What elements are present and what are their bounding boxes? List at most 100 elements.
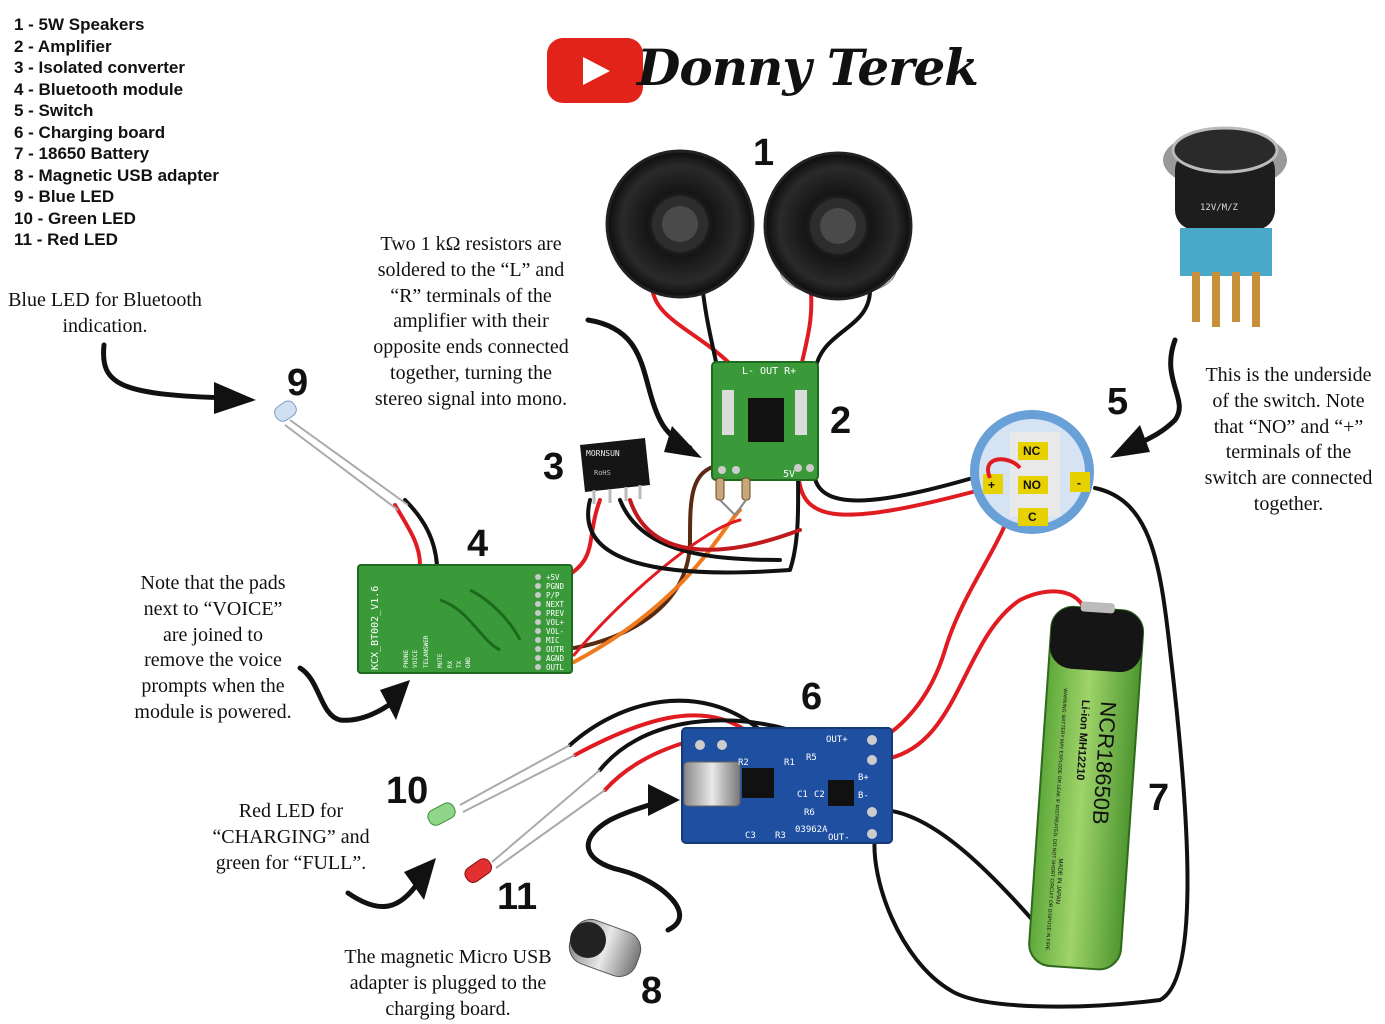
charger-label: OUT+: [826, 735, 848, 745]
bt-bottom-label: TX: [456, 660, 463, 668]
charger-label: R2: [738, 758, 749, 768]
bt-pin-label: PGND: [546, 582, 565, 591]
converter-brand: MORNSUN: [586, 449, 620, 458]
bt-pin-label: MIC: [546, 636, 560, 645]
bt-bottom-label: VOICE: [412, 650, 419, 668]
note-voice-pads: Note that the pads next to “VOICE” are j…: [118, 571, 308, 726]
switch-model-label: 12V/M/Z: [1200, 203, 1239, 213]
amp-5v-label: 5V: [783, 469, 795, 480]
switch-underside: NC NO C + -: [970, 410, 1094, 534]
charging-board: OUT+ B+ B- OUT- R5 R2 R1 C1 C2 R6 C3 R3 …: [681, 727, 893, 844]
callout-number-3: 3: [543, 446, 565, 488]
note-line: Red LED for: [238, 800, 344, 822]
callout-number-10: 10: [386, 770, 429, 812]
note-line: “R” terminals of the: [390, 284, 552, 307]
resistors: [715, 477, 751, 516]
charger-label: R6: [804, 808, 815, 818]
charger-label: R1: [784, 758, 795, 768]
callout-number-8: 8: [641, 970, 663, 1012]
note-line: The magnetic Micro USB: [344, 946, 552, 968]
note-line: stereo signal into mono.: [374, 387, 568, 410]
note-line: module is powered.: [134, 700, 292, 723]
note-resistors: Two 1 kΩ resistors are soldered to the “…: [358, 232, 584, 413]
switch-photo: 12V/M/Z: [1163, 126, 1287, 327]
callout-number-5: 5: [1107, 381, 1129, 423]
callout-number-9: 9: [287, 362, 309, 404]
bt-bottom-label: RX: [447, 660, 454, 668]
note-line: charging board.: [385, 997, 511, 1020]
note-line: of the switch. Note: [1212, 389, 1365, 412]
bt-bottom-label: MUTE: [437, 653, 444, 668]
note-switch-underside: This is the underside of the switch. Not…: [1192, 363, 1385, 518]
charger-label: C1: [797, 790, 808, 800]
note-line: adapter is plugged to the: [349, 971, 547, 994]
charger-label: B+: [858, 773, 869, 783]
bt-pin-label: OUTR: [546, 645, 565, 654]
switch-terminal-minus: -: [1077, 476, 1081, 490]
bt-pin-label: P/P: [546, 591, 560, 600]
charger-label: OUT-: [828, 833, 850, 843]
green-led: [427, 744, 576, 826]
youtube-logo-icon: [547, 38, 643, 103]
switch-terminal-c: C: [1028, 510, 1037, 524]
blue-led: [274, 400, 409, 511]
bt-bottom-label: GND: [465, 657, 472, 668]
note-usb-adapter: The magnetic Micro USB adapter is plugge…: [328, 945, 568, 1022]
charger-label: 03962A: [795, 825, 828, 835]
charger-label: C3: [745, 831, 756, 841]
bt-pin-label: PREV: [546, 609, 565, 618]
callout-number-4: 4: [467, 523, 489, 565]
note-line: next to “VOICE”: [143, 597, 283, 620]
brand-name: Donny Terek: [637, 38, 979, 97]
amplifier-board: L- OUT R+ 5V: [711, 361, 819, 481]
callout-number-6: 6: [801, 676, 823, 718]
speaker-right: [763, 151, 913, 301]
charger-label: R3: [775, 831, 786, 841]
legend-item: 2 - Amplifier: [14, 36, 112, 56]
legend-item: 4 - Bluetooth module: [14, 79, 184, 99]
battery-made-label: MADE IN JAPAN: [1054, 858, 1063, 904]
bt-pin-label: OUTL: [546, 663, 565, 672]
note-line: remove the voice: [144, 649, 282, 672]
legend-item: 9 - Blue LED: [14, 187, 115, 206]
component-legend: 1 - 5W Speakers 2 - Amplifier 3 - Isolat…: [14, 14, 219, 251]
callout-number-1: 1: [753, 132, 775, 174]
callout-number-7: 7: [1148, 777, 1170, 819]
note-line: amplifier with their: [393, 310, 549, 333]
note-line: switch are connected: [1204, 467, 1373, 490]
bt-pin-label: VOL+: [546, 618, 565, 627]
charger-label: B-: [858, 791, 869, 801]
note-charging-leds: Red LED for “CHARGING” and green for “FU…: [200, 799, 382, 876]
legend-item: 5 - Switch: [14, 101, 94, 120]
note-line: Two 1 kΩ resistors are: [380, 233, 562, 255]
charger-label: R5: [806, 753, 817, 763]
bluetooth-module: KCX_BT002_V1.6 +5V PGND P/P NEXT PREV VO…: [357, 564, 573, 674]
note-line: This is the underside: [1205, 364, 1372, 386]
legend-item: 10 - Green LED: [14, 208, 136, 228]
speaker-left: [605, 149, 755, 299]
legend-item: 7 - 18650 Battery: [14, 144, 150, 163]
note-line: are joined to: [163, 623, 263, 646]
note-line: Note that the pads: [140, 572, 286, 594]
switch-terminal-no: NO: [1023, 478, 1041, 492]
note-line: Blue LED for Bluetooth: [8, 289, 202, 311]
callout-number-11: 11: [497, 876, 538, 918]
bt-pin-label: AGND: [546, 654, 565, 663]
callout-number-2: 2: [830, 400, 852, 442]
note-line: together, turning the: [390, 361, 552, 384]
note-line: green for “FULL”.: [215, 851, 367, 874]
bt-pin-label: VOL-: [546, 627, 564, 636]
battery-18650: NCR18650B Li-ion MH12210 WARNING: BATTER…: [1028, 601, 1145, 971]
legend-item: 8 - Magnetic USB adapter: [14, 165, 219, 185]
bt-model-label: KCX_BT002_V1.6: [370, 586, 381, 670]
note-line: opposite ends connected: [373, 336, 569, 359]
note-line: indication.: [62, 314, 148, 337]
converter-rohs: RoHS: [594, 469, 611, 477]
bt-pin-label: NEXT: [546, 600, 565, 609]
note-line: prompts when the: [141, 675, 285, 698]
note-line: “CHARGING” and: [212, 825, 370, 848]
charger-label: C2: [814, 790, 825, 800]
note-line: terminals of the: [1225, 441, 1352, 464]
arrow-icon: [214, 382, 1150, 900]
